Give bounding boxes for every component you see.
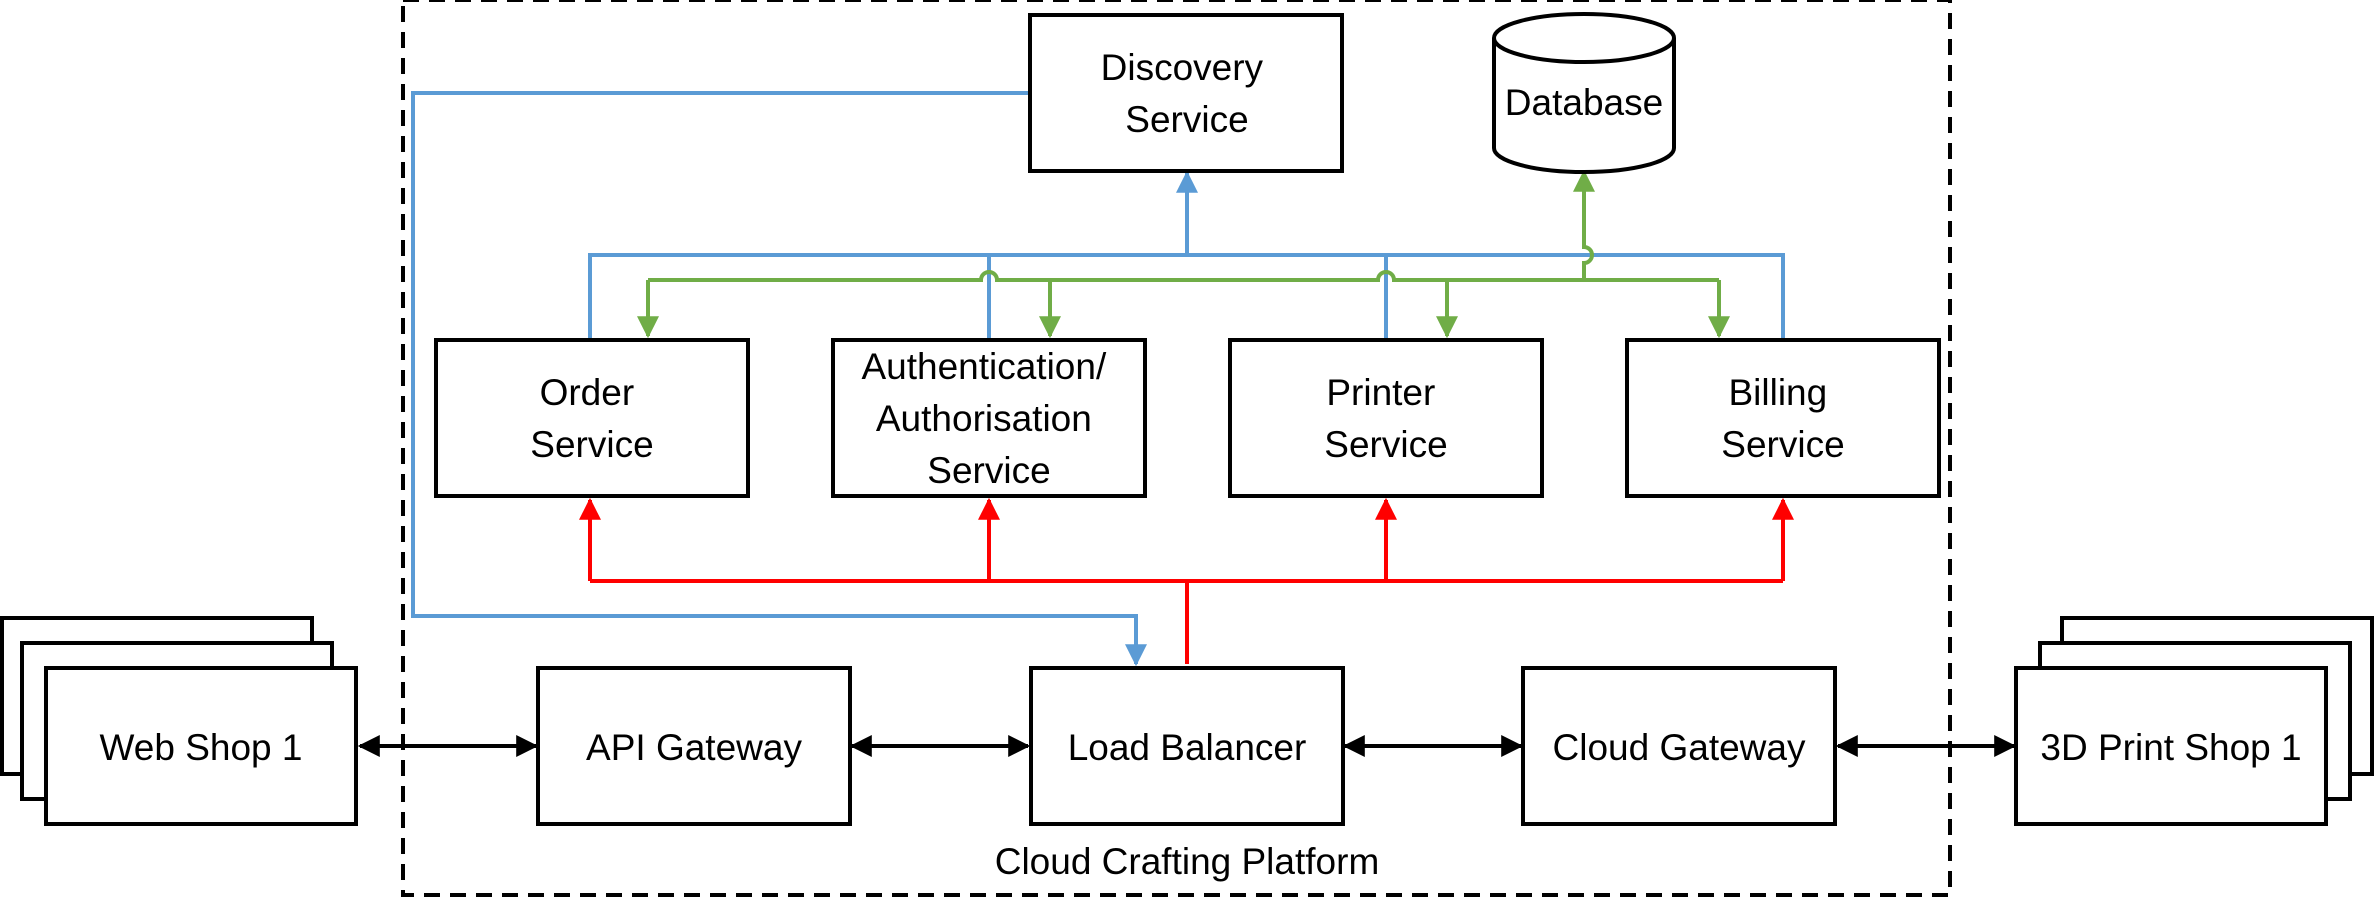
cloud-gateway-label: Cloud Gateway xyxy=(1553,727,1806,768)
discovery-to-load-balancer-link xyxy=(411,91,1147,667)
printer-service-node: Printer Service xyxy=(1228,338,1544,498)
order-registration-link xyxy=(588,253,1187,338)
auth-service-label: Authentication/ Authorisation Service xyxy=(861,346,1116,491)
discovery-service-node: Discovery Service xyxy=(1028,13,1344,173)
web-shop-stack: Web Shop 1 xyxy=(0,616,358,826)
database-bus xyxy=(648,270,1719,282)
database-node: Database xyxy=(1492,12,1676,174)
api-gateway-label: API Gateway xyxy=(586,727,802,768)
load-balancer-links xyxy=(579,497,1794,664)
api-gateway-node: API Gateway xyxy=(536,666,852,826)
order-service-label: Order Service xyxy=(530,372,653,465)
cloud-gateway-node: Cloud Gateway xyxy=(1521,666,1837,826)
print-shop-label: 3D Print Shop 1 xyxy=(2040,727,2301,768)
billing-service-node: Billing Service xyxy=(1625,338,1941,498)
database-links xyxy=(637,169,1730,339)
discovery-links xyxy=(411,91,1785,667)
order-service-node: Order Service xyxy=(434,338,750,498)
billing-registration-link xyxy=(1187,253,1785,338)
platform-caption: Cloud Crafting Platform xyxy=(995,841,1380,882)
load-balancer-label: Load Balancer xyxy=(1068,727,1307,768)
billing-service-label: Billing Service xyxy=(1721,372,1844,465)
load-balancer-node: Load Balancer xyxy=(1029,666,1345,826)
bus-to-database-link xyxy=(1573,169,1595,280)
discovery-service-label: Discovery Service xyxy=(1101,47,1274,140)
print-shop-stack: 3D Print Shop 1 xyxy=(2014,616,2374,826)
auth-service-node: Authentication/ Authorisation Service xyxy=(831,338,1147,498)
database-label: Database xyxy=(1505,82,1663,123)
printer-service-label: Printer Service xyxy=(1324,372,1447,465)
web-shop-label: Web Shop 1 xyxy=(100,727,303,768)
